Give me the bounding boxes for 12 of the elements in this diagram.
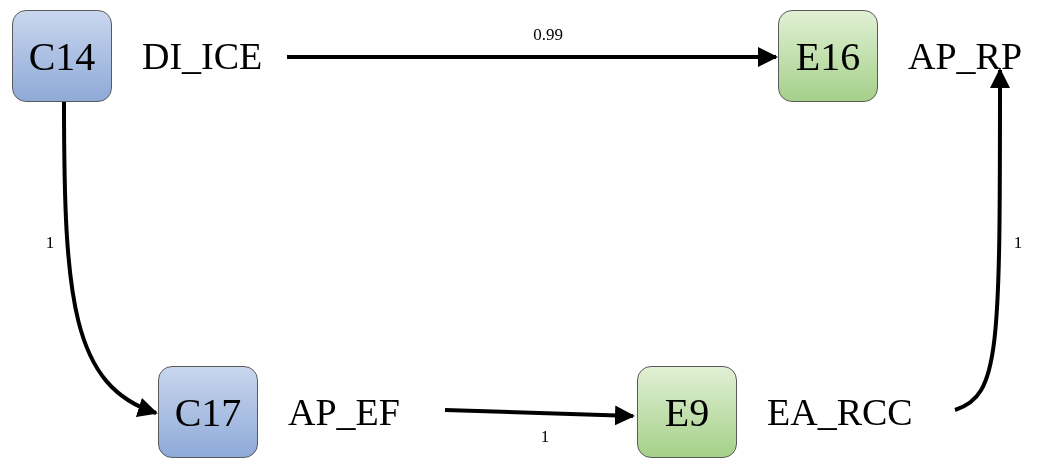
- node-caption: DI_ICE: [142, 34, 263, 78]
- arrow: [62, 102, 158, 416]
- node-caption: AP_EF: [288, 390, 400, 434]
- node-box: E16: [778, 10, 878, 102]
- node-box: C17: [158, 366, 258, 458]
- node-box: E9: [637, 366, 737, 458]
- arrow: [444, 405, 635, 426]
- arrow: [287, 47, 778, 67]
- arrow: [954, 68, 1010, 412]
- node-caption: EA_RCC: [767, 390, 913, 434]
- node-box: C14: [12, 10, 112, 102]
- node-caption: AP_RP: [908, 34, 1023, 78]
